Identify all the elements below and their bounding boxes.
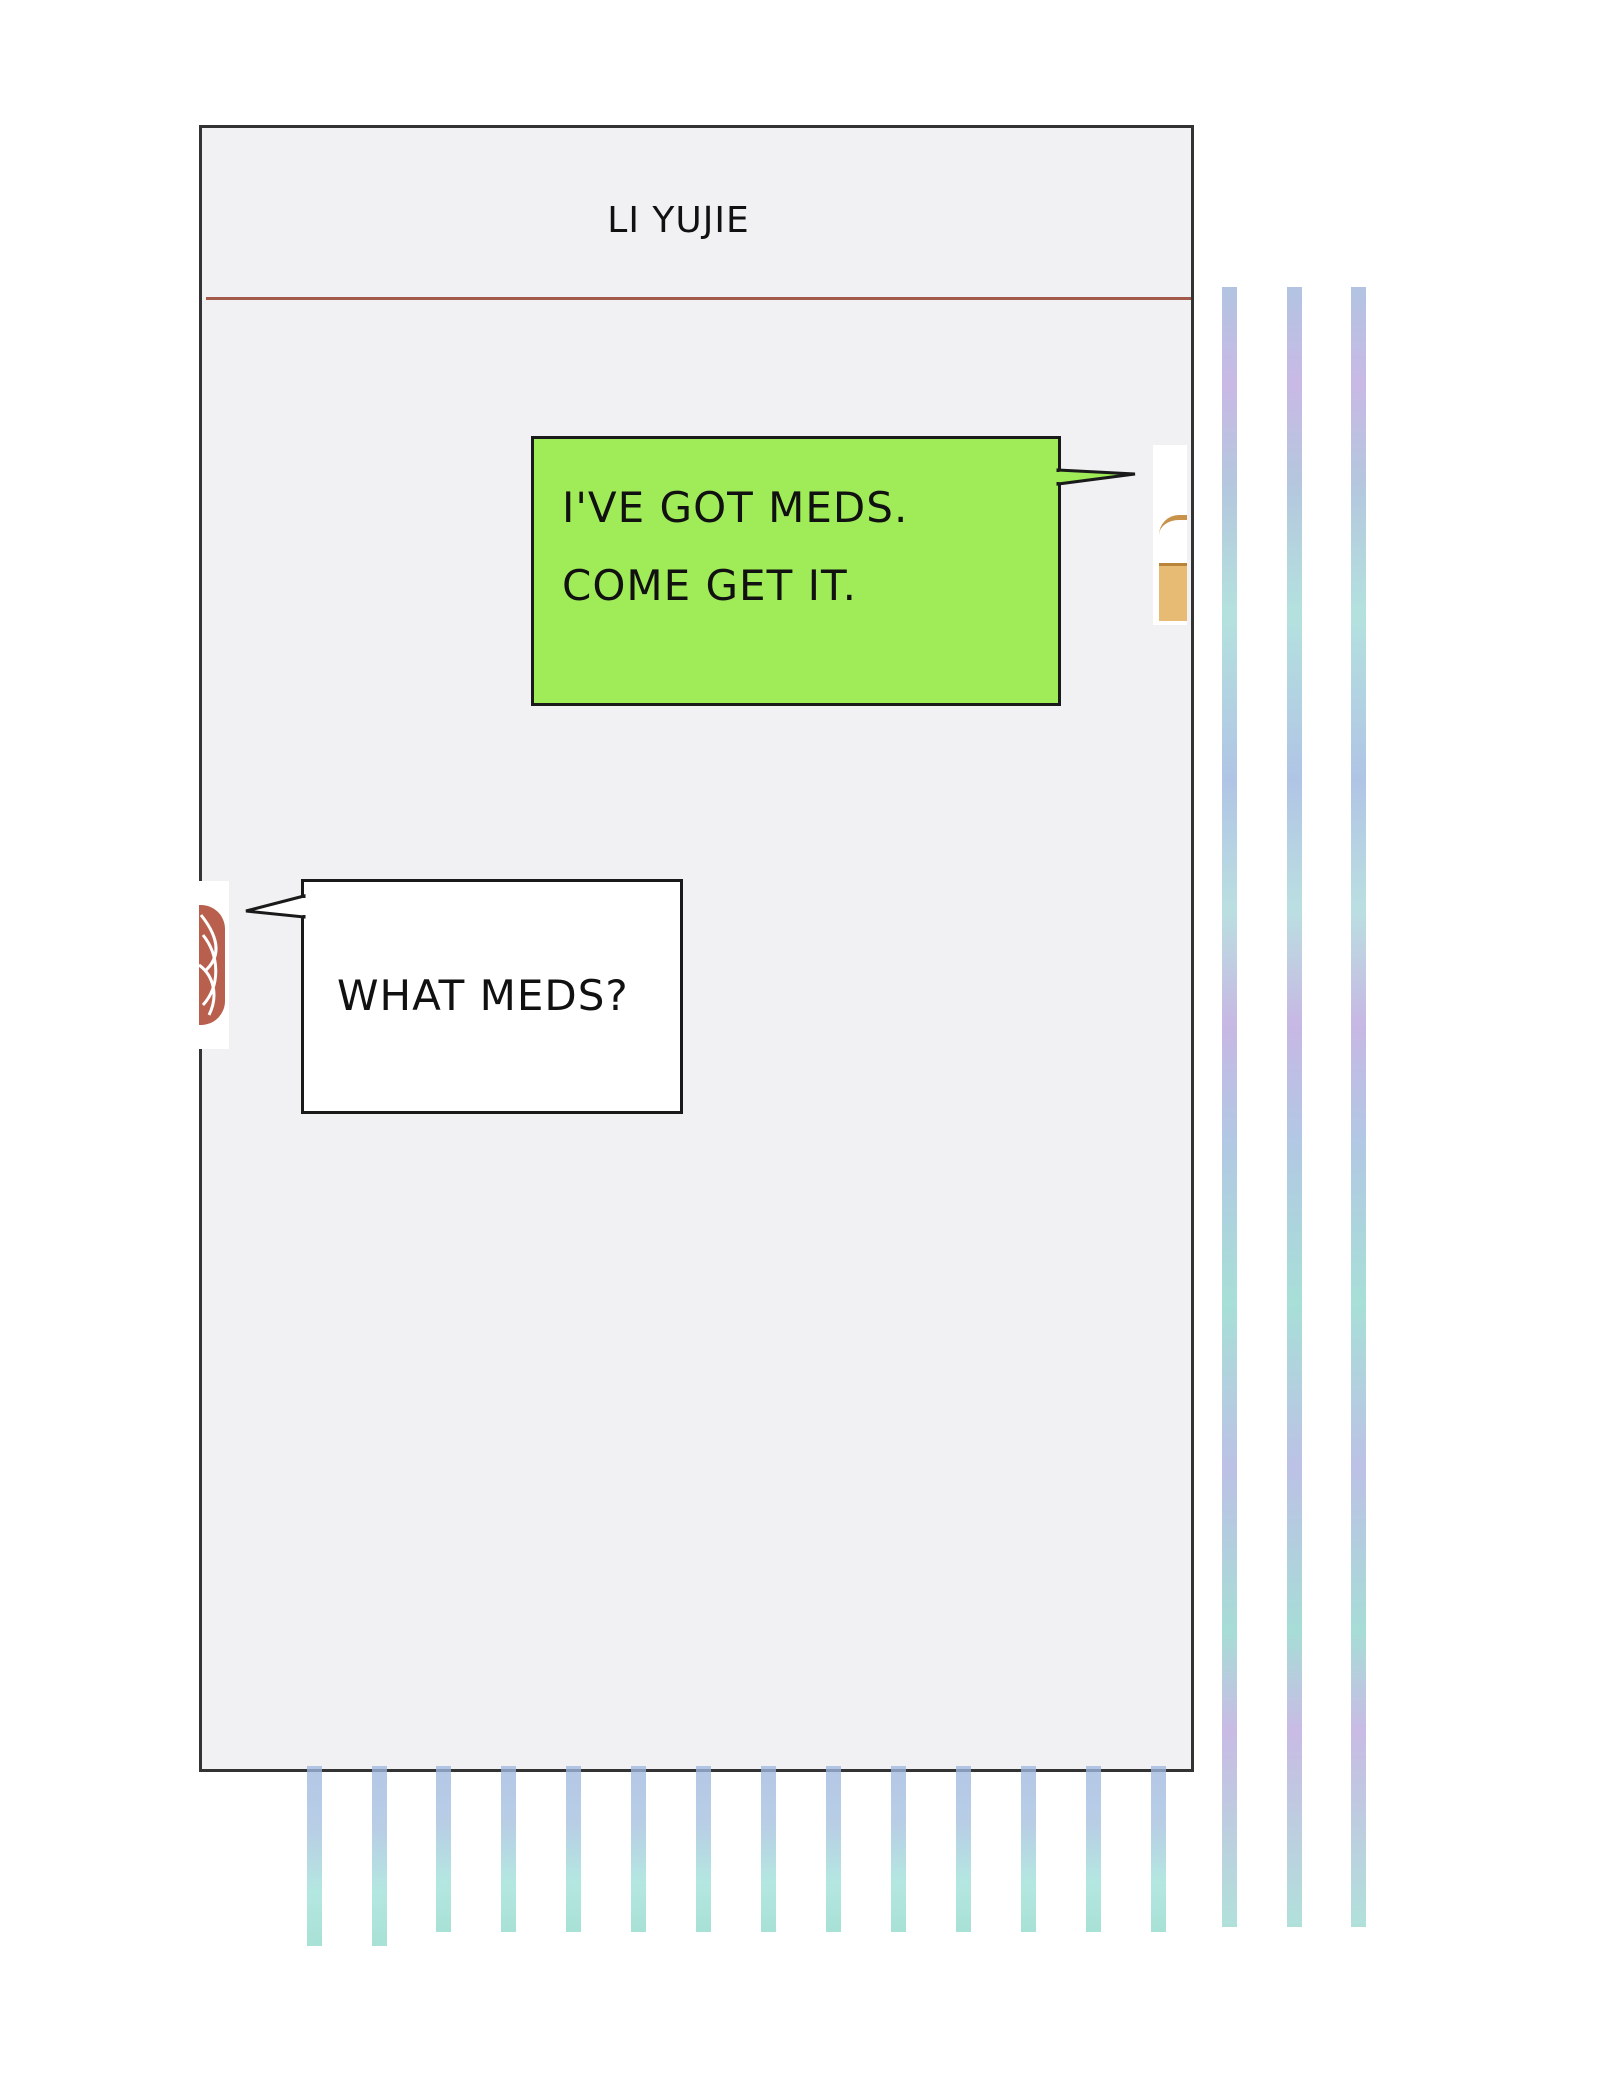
decor-stripe	[436, 1766, 451, 1932]
decor-stripe	[307, 1766, 322, 1946]
decor-stripe	[1086, 1766, 1101, 1932]
decor-stripe	[1222, 287, 1237, 1927]
decor-stripe	[372, 1766, 387, 1946]
received-message-text: WHAT MEDS?	[337, 971, 629, 1020]
received-message-bubble: WHAT MEDS?	[301, 879, 683, 1114]
decor-stripe	[891, 1766, 906, 1932]
decor-stripe	[1151, 1766, 1166, 1932]
decor-stripe	[761, 1766, 776, 1932]
decor-stripe	[956, 1766, 971, 1932]
sent-message-bubble: I'VE GOT MEDS. COME GET IT.	[531, 436, 1061, 706]
decor-stripe	[1287, 287, 1302, 1927]
sender-avatar-icon[interactable]	[1153, 445, 1187, 625]
sent-message-text: I'VE GOT MEDS. COME GET IT.	[562, 483, 909, 610]
decor-stripe	[631, 1766, 646, 1932]
decor-stripe	[696, 1766, 711, 1932]
decor-stripe	[566, 1766, 581, 1932]
contact-avatar-icon[interactable]	[199, 881, 229, 1049]
decor-stripe	[1351, 287, 1366, 1927]
header-divider	[206, 297, 1191, 300]
decor-stripe	[826, 1766, 841, 1932]
contact-name: LI YUJIE	[607, 200, 750, 241]
decor-stripe	[1021, 1766, 1036, 1932]
decor-stripe	[501, 1766, 516, 1932]
